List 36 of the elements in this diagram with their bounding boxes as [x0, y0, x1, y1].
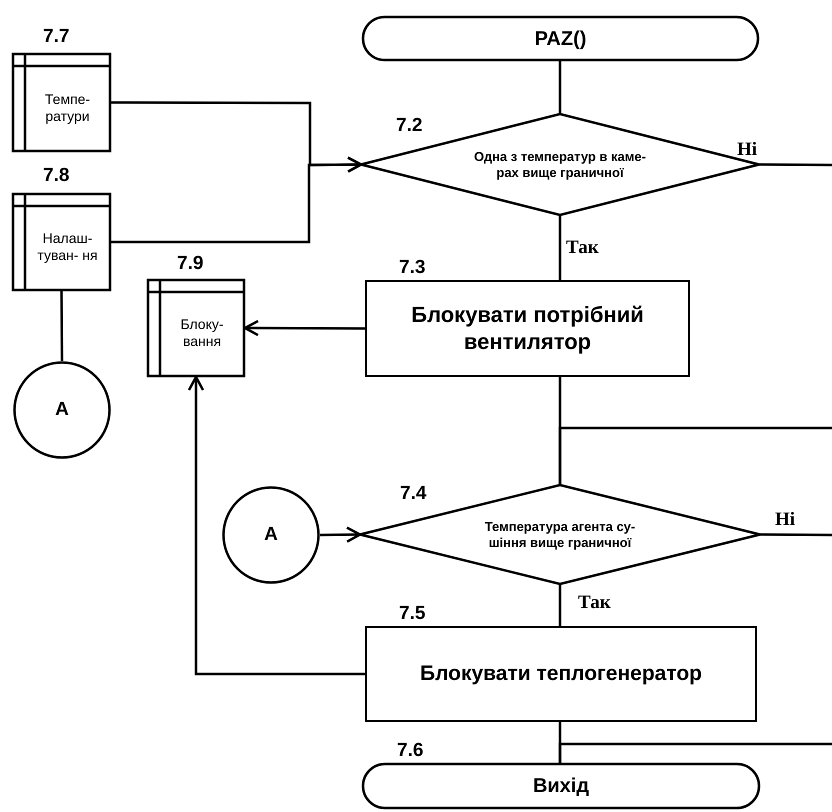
connector-line [759, 163, 832, 166]
decision-diamond [360, 484, 760, 585]
node-text: Вихід [532, 774, 590, 798]
arrow [244, 320, 365, 336]
step-number: 7.6 [397, 741, 424, 760]
node-text: Одна з температур в каме- рах вище граничної [473, 148, 647, 180]
step-number: 7.7 [43, 27, 70, 46]
node-text: A [264, 524, 278, 546]
connector-line [558, 426, 832, 484]
arrow [111, 156, 362, 244]
step-number: 7.9 [177, 254, 204, 273]
connector-line [558, 742, 832, 763]
arrow [320, 526, 362, 543]
connector-circle [13, 361, 111, 459]
node-text: Блокувати потрібний вентилятор [410, 302, 645, 355]
connector-circle [222, 486, 320, 584]
node-text: Блоку- вання [179, 316, 225, 350]
connector-line [558, 216, 562, 280]
step-number: 7.2 [396, 116, 422, 135]
step-number: 7.4 [400, 484, 426, 503]
node-text: PAZ() [534, 26, 586, 50]
connector-line [558, 61, 562, 113]
decision-diamond [361, 113, 759, 216]
connector-line [558, 585, 562, 626]
node-text: Темпе- ратури [44, 90, 92, 124]
connector-line [60, 291, 64, 361]
terminator-shape [362, 16, 759, 61]
node-text: Температура агента су- шіння вище граничної [484, 518, 636, 550]
step-number: 7.8 [43, 166, 70, 185]
node-text: Налаш- туван- ня [36, 230, 98, 264]
node-text: A [55, 398, 69, 422]
connector-line [760, 533, 832, 536]
step-number: 7.3 [399, 258, 426, 277]
node-text: Блокувати теплогенератор [418, 661, 703, 687]
step-number: 7.5 [399, 604, 426, 623]
arrow [188, 376, 365, 676]
